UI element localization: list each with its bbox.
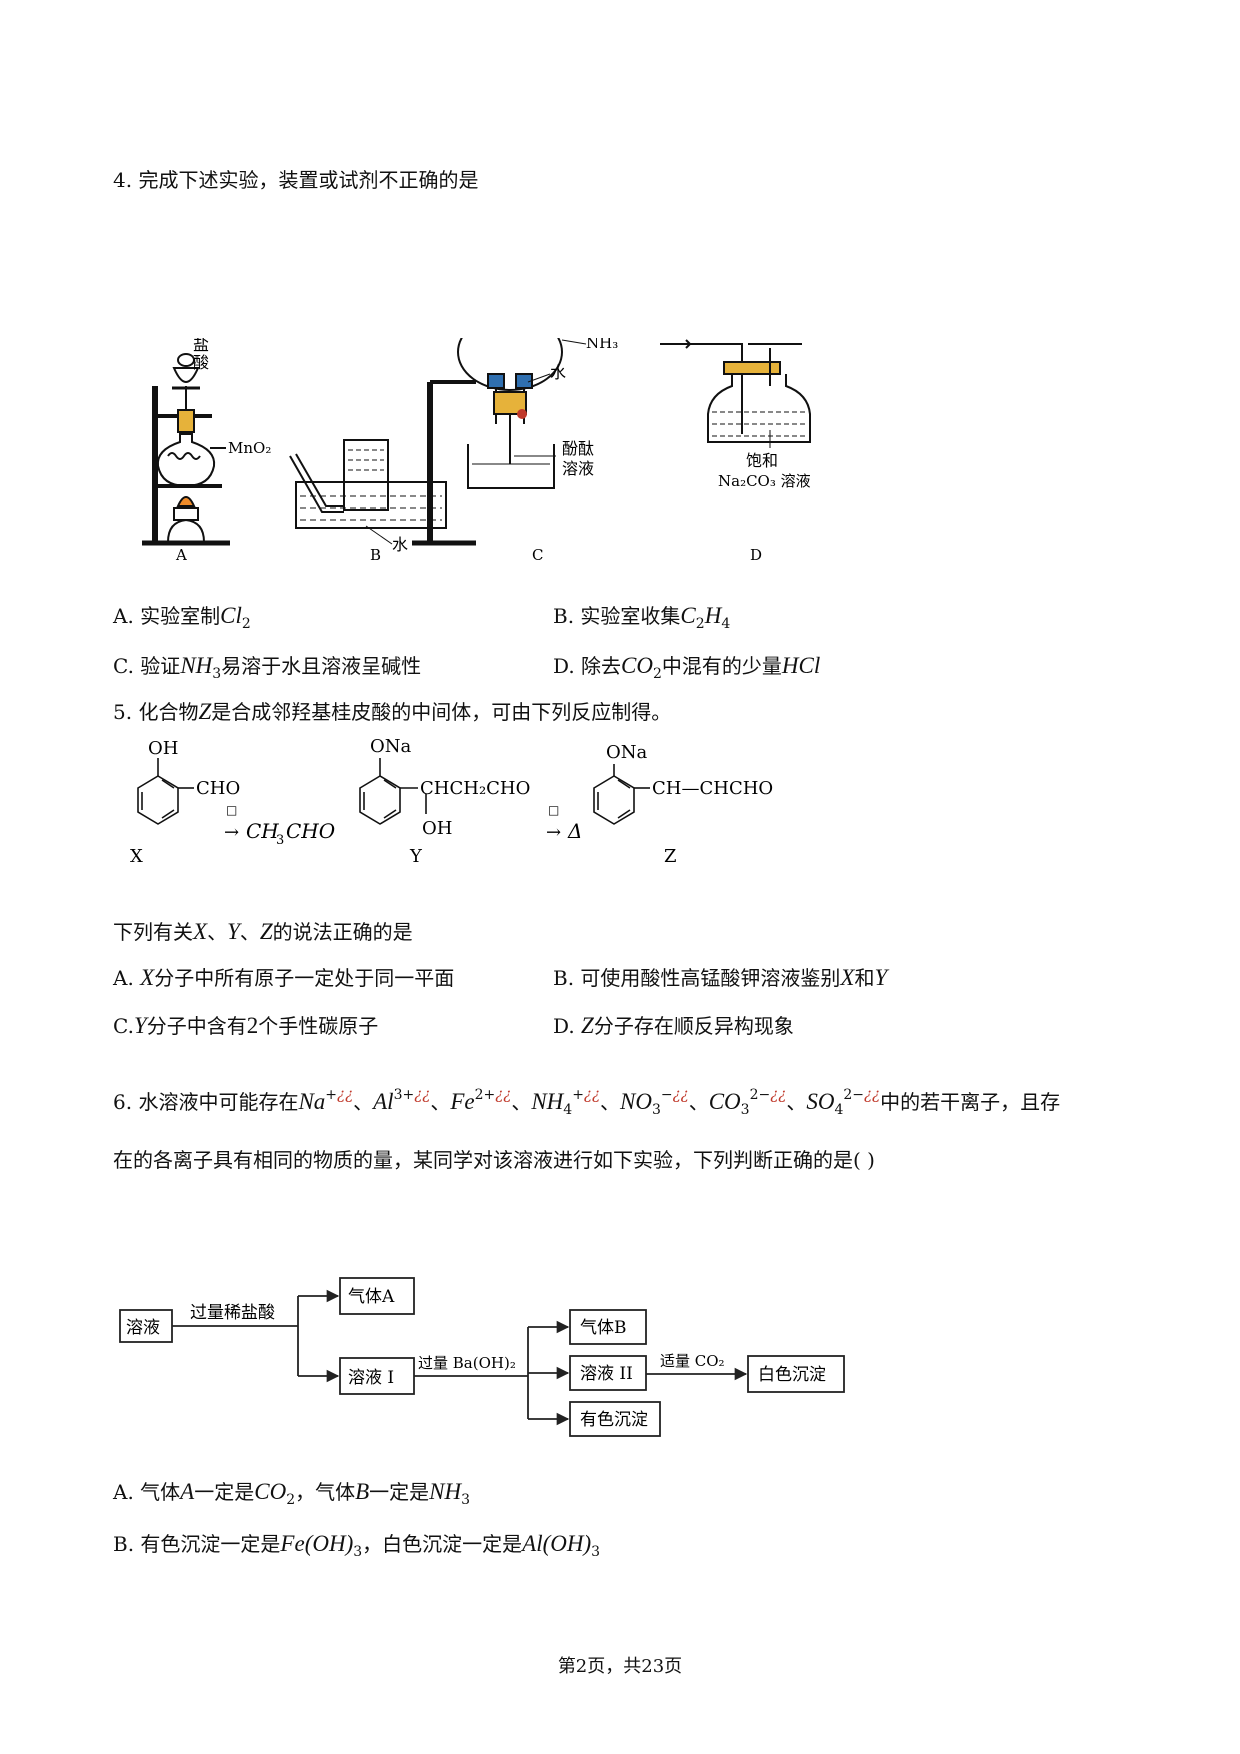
q5-stem: 5. 化合物Z是合成邻羟基桂皮酸的中间体，可由下列反应制得。 bbox=[113, 699, 672, 724]
label-y: Y bbox=[409, 846, 423, 867]
caption-b: B bbox=[370, 546, 381, 564]
molecule-z bbox=[593, 764, 650, 825]
q5-question: 下列有关X、Y、Z的说法正确的是 bbox=[113, 919, 413, 944]
x-oh: OH bbox=[148, 738, 178, 759]
arrow1-sub: 3 bbox=[276, 833, 284, 848]
caption-a: A bbox=[175, 546, 187, 564]
q6-flow-diagram: 溶液 过量稀盐酸 气体A 溶液 I 过量 Ba(OH)₂ 气体B 溶液 II 有… bbox=[119, 1277, 845, 1437]
molecule-y bbox=[359, 758, 427, 825]
flow-co2: 适量 CO₂ bbox=[660, 1352, 725, 1370]
flow-colored-ppt: 有色沉淀 bbox=[580, 1410, 648, 1430]
label-c-water: 水 bbox=[550, 363, 566, 382]
arrow1-box: □ bbox=[226, 803, 237, 817]
q6-option-b: B. 有色沉淀一定是Fe(OH)3，白色沉淀一定是Al(OH)3 bbox=[113, 1531, 601, 1560]
label-nh3: NH₃ bbox=[586, 338, 618, 352]
q4-apparatus-figure: 浓 盐 酸 MnO₂ 水 bbox=[142, 338, 811, 564]
q5-option-d: D. Z分子存在顺反异构现象 bbox=[553, 1013, 794, 1038]
label-a-acid: 酸 bbox=[193, 353, 209, 372]
caption-d: D bbox=[750, 546, 762, 564]
y-chain: CHCH₂CHO bbox=[420, 778, 530, 799]
z-chain: CH—CHCHO bbox=[652, 778, 773, 799]
flow-solution-2: 溶液 II bbox=[580, 1364, 633, 1384]
q6-stem-line1: 6. 水溶液中可能存在Na+¿¿、Al3+¿¿、Fe2+¿¿、NH4+¿¿、NO… bbox=[113, 1085, 1061, 1118]
flow-excess-baoh2: 过量 Ba(OH)₂ bbox=[418, 1354, 516, 1372]
label-solution: 溶液 bbox=[562, 459, 594, 478]
q5-option-a: A. X分子中所有原子一定处于同一平面 bbox=[113, 965, 455, 990]
label-phenolphthalein: 酚酞 bbox=[562, 439, 594, 458]
q6-option-a: A. 气体A一定是CO2，气体B一定是NH3 bbox=[113, 1479, 471, 1508]
z-ona: ONa bbox=[606, 742, 648, 763]
q4-option-b: B. 实验室收集C2H4 bbox=[553, 603, 731, 632]
q4-option-d: D. 除去CO2中混有的少量HCl bbox=[553, 653, 821, 682]
label-z: Z bbox=[664, 846, 677, 867]
x-cho: CHO bbox=[196, 778, 240, 799]
arrow2-reagent: Δ bbox=[567, 819, 582, 843]
arrow1-reagent: CH bbox=[246, 819, 279, 843]
molecule-x bbox=[137, 758, 194, 825]
apparatus-a bbox=[142, 353, 230, 546]
q4-option-a: A. 实验室制Cl2 bbox=[113, 603, 251, 632]
q5-option-c: C.Y分子中含有2个手性碳原子 bbox=[113, 1013, 379, 1038]
flow-excess-hcl: 过量稀盐酸 bbox=[190, 1303, 275, 1323]
label-mno2: MnO₂ bbox=[228, 439, 271, 457]
apparatus-d bbox=[660, 339, 811, 448]
arrow1-tail: CHO bbox=[286, 819, 335, 843]
q4-stem: 4. 完成下述实验，装置或试剂不正确的是 bbox=[113, 168, 479, 192]
y-ona: ONa bbox=[370, 736, 412, 757]
q5-option-b: B. 可使用酸性高锰酸钾溶液鉴别X和Y bbox=[553, 965, 888, 990]
arrow1: → bbox=[224, 822, 239, 843]
label-saturated: 饱和 bbox=[746, 451, 778, 470]
q6-stem-line2: 在的各离子具有相同的物质的量，某同学对该溶液进行如下实验，下列判断正确的是( ) bbox=[113, 1148, 875, 1172]
flow-white-ppt: 白色沉淀 bbox=[758, 1365, 826, 1385]
arrow2-box: □ bbox=[548, 803, 559, 817]
label-x: X bbox=[130, 846, 143, 867]
y-oh: OH bbox=[422, 818, 452, 839]
caption-c: C bbox=[532, 546, 543, 564]
apparatus-b bbox=[289, 439, 447, 545]
flow-gas-a: 气体A bbox=[348, 1287, 395, 1307]
q4-option-c: C. 验证NH3易溶于水且溶液呈碱性 bbox=[113, 653, 422, 682]
page-footer: 第2页，共23页 bbox=[557, 1656, 683, 1677]
q5-reaction-scheme: OH CHO □ → CH 3 CHO ONa CHCH₂CHO OH □ → … bbox=[130, 736, 773, 867]
flow-solution-1: 溶液 I bbox=[348, 1368, 394, 1388]
apparatus-c bbox=[412, 338, 587, 546]
flow-gas-b: 气体B bbox=[580, 1318, 627, 1338]
label-a-hydrochloric: 盐 bbox=[193, 338, 209, 354]
flow-solution: 溶液 bbox=[126, 1318, 160, 1338]
label-b-water: 水 bbox=[392, 535, 408, 554]
arrow2: → bbox=[546, 822, 561, 843]
label-na2co3-solution: Na₂CO₃ 溶液 bbox=[718, 472, 811, 490]
